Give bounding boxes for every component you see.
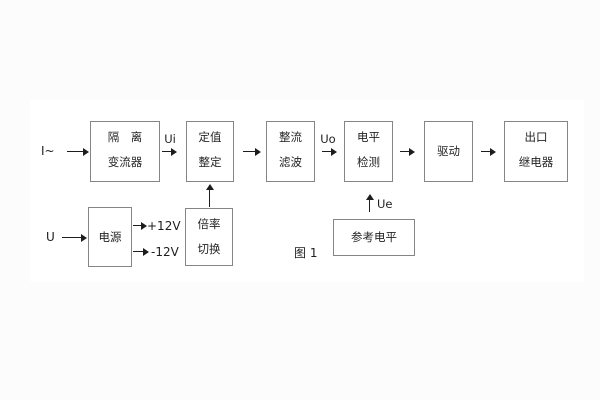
arrow-current-input bbox=[67, 147, 89, 156]
block-setting-adjustment-line2: 整定 bbox=[198, 155, 222, 169]
block-isolation-transformer-line2: 变流器 bbox=[107, 155, 143, 169]
label-minus-12v: -12V bbox=[151, 245, 179, 259]
block-isolation-transformer-line1: 隔 离 bbox=[107, 130, 143, 144]
block-reference-level-label: 参考电平 bbox=[351, 230, 397, 244]
label-ui: Ui bbox=[164, 132, 176, 146]
block-rectifier-filter-line1: 整流 bbox=[279, 130, 302, 144]
block-driver: 驱动 bbox=[424, 121, 473, 182]
block-rectifier-filter-line2: 滤波 bbox=[279, 155, 302, 169]
figure-caption: 图 1 bbox=[294, 246, 318, 260]
label-ue: Ue bbox=[377, 197, 393, 211]
block-ratio-switch-line1: 倍率 bbox=[197, 217, 221, 231]
arrow-level-to-driver bbox=[400, 147, 415, 156]
arrow-setting-to-rectifier bbox=[243, 147, 261, 156]
block-power-supply-label: 电源 bbox=[98, 229, 122, 244]
label-input-voltage: U bbox=[46, 230, 55, 244]
label-uo: Uo bbox=[320, 132, 336, 146]
arrow-driver-to-relay bbox=[481, 147, 496, 156]
label-plus-12v: +12V bbox=[147, 219, 181, 233]
diagram-canvas: 隔 离 变流器 定值 整定 整流 滤波 电平 检测 驱动 出口 继电器 电源 倍… bbox=[30, 100, 584, 282]
arrow-power-plus12v bbox=[133, 221, 147, 230]
block-output-relay-line1: 出口 bbox=[524, 130, 548, 144]
block-reference-level: 参考电平 bbox=[333, 219, 415, 256]
block-setting-adjustment: 定值 整定 bbox=[186, 121, 234, 182]
arrow-ratio-to-setting bbox=[205, 184, 214, 207]
label-input-current: I~ bbox=[41, 144, 55, 158]
arrow-power-minus12v bbox=[133, 247, 149, 256]
arrow-isolation-to-setting bbox=[162, 147, 177, 156]
block-level-detector-line2: 检测 bbox=[357, 155, 380, 169]
block-setting-adjustment-line1: 定值 bbox=[198, 130, 222, 144]
block-isolation-transformer: 隔 离 变流器 bbox=[90, 121, 160, 182]
block-driver-label: 驱动 bbox=[437, 144, 460, 158]
block-rectifier-filter: 整流 滤波 bbox=[266, 121, 315, 182]
block-level-detector: 电平 检测 bbox=[344, 121, 393, 182]
block-ratio-switch-line2: 切换 bbox=[197, 242, 221, 256]
block-output-relay: 出口 继电器 bbox=[504, 121, 568, 182]
block-power-supply: 电源 bbox=[88, 207, 132, 267]
block-ratio-switch: 倍率 切换 bbox=[185, 208, 233, 266]
arrow-reference-to-level bbox=[365, 194, 374, 212]
block-level-detector-line1: 电平 bbox=[357, 130, 380, 144]
arrow-rectifier-to-level bbox=[322, 147, 337, 156]
arrow-voltage-input bbox=[62, 233, 87, 242]
block-output-relay-line2: 继电器 bbox=[518, 155, 554, 169]
